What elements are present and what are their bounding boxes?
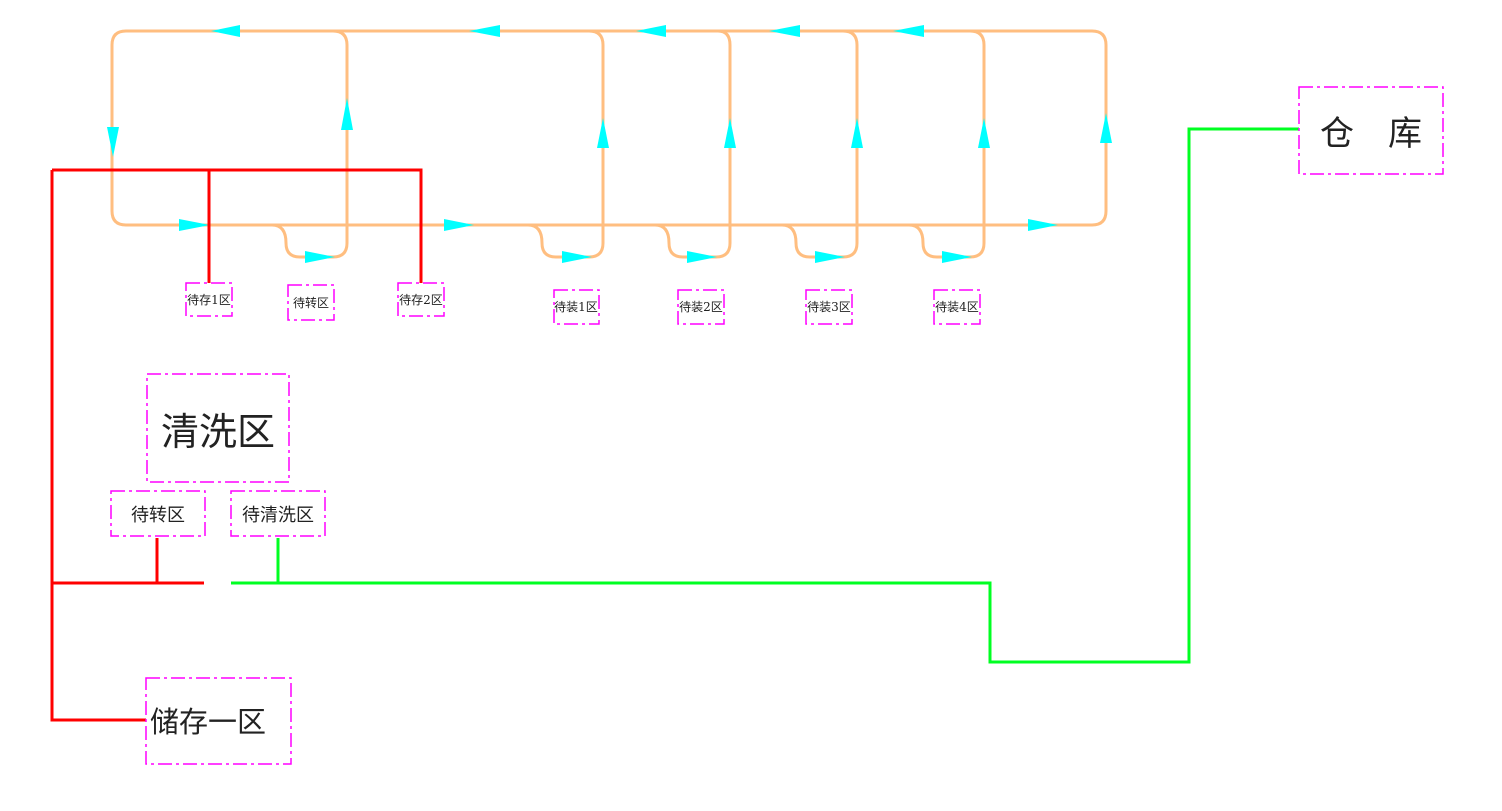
conveyor-loop: [110, 29, 1108, 259]
red-route-left-vertical: [50, 170, 147, 722]
zone-box-transfer-top: [287, 284, 335, 321]
label-pre-cleaning: 待清洗区: [242, 505, 314, 526]
zone-box-cleaning: [146, 373, 290, 483]
arrow-up-icon: [1100, 113, 1112, 143]
conveyor-top-line: [110, 29, 1108, 227]
zone-box-buffer1: [185, 282, 233, 317]
zone-box-transfer-bottom: [110, 490, 206, 537]
label-assembly3: 待装3区: [807, 300, 851, 314]
arrow-right-icon: [687, 251, 717, 263]
arrow-right-icon: [815, 251, 845, 263]
zone-box-pre-cleaning: [230, 490, 326, 537]
label-assembly1: 待装1区: [554, 300, 598, 314]
arrow-right-icon: [444, 219, 474, 231]
arrow-right-icon: [1028, 219, 1058, 231]
label-cleaning: 清洗区: [161, 410, 275, 454]
label-transfer-bottom: 待转区: [131, 505, 185, 526]
arrow-left-icon: [893, 25, 924, 37]
arrow-up-icon: [851, 118, 863, 148]
direction-arrows: [107, 25, 1112, 263]
zone-boxes: [110, 86, 1444, 765]
conveyor-column-4: [780, 29, 859, 259]
zone-box-assembly1: [553, 289, 600, 325]
arrow-right-icon: [179, 219, 210, 231]
label-buffer2: 待存2区: [399, 293, 443, 307]
zone-labels: 待存1区 待转区 待存2区 待装1区 待装2区 待装3区 待装4区 清洗区 待转…: [131, 114, 1422, 739]
arrow-right-icon: [942, 251, 972, 263]
arrow-left-icon: [211, 25, 240, 37]
label-buffer1: 待存1区: [187, 293, 231, 307]
zone-box-assembly2: [677, 289, 725, 325]
label-transfer-top: 待转区: [293, 295, 329, 310]
zone-box-storage1: [145, 677, 292, 765]
zone-box-assembly4: [933, 289, 981, 325]
conveyor-column-2: [526, 29, 605, 259]
green-route-main: [231, 127, 1300, 664]
arrow-left-icon: [469, 25, 500, 37]
label-assembly2: 待装2区: [679, 300, 723, 314]
arrow-up-icon: [978, 118, 990, 148]
green-route: [231, 127, 1300, 664]
arrow-right-icon: [562, 251, 592, 263]
zone-box-buffer2: [397, 282, 445, 317]
label-warehouse: 仓 库: [1320, 114, 1422, 154]
arrow-left-icon: [636, 25, 666, 37]
zone-box-warehouse: [1298, 86, 1444, 175]
arrow-up-icon: [724, 118, 736, 148]
red-route: [50, 168, 423, 722]
label-assembly4: 待装4区: [935, 300, 979, 314]
arrow-up-icon: [341, 98, 353, 130]
red-route-top: [52, 168, 423, 283]
conveyor-column-1: [270, 29, 349, 259]
arrow-down-icon: [107, 127, 119, 157]
conveyor-column-3: [653, 29, 732, 259]
conveyor-column-5: [907, 29, 986, 259]
arrow-up-icon: [597, 118, 609, 148]
arrow-right-icon: [305, 251, 335, 263]
arrow-left-icon: [769, 25, 800, 37]
label-storage1: 储存一区: [150, 705, 266, 739]
zone-box-assembly3: [805, 289, 853, 325]
